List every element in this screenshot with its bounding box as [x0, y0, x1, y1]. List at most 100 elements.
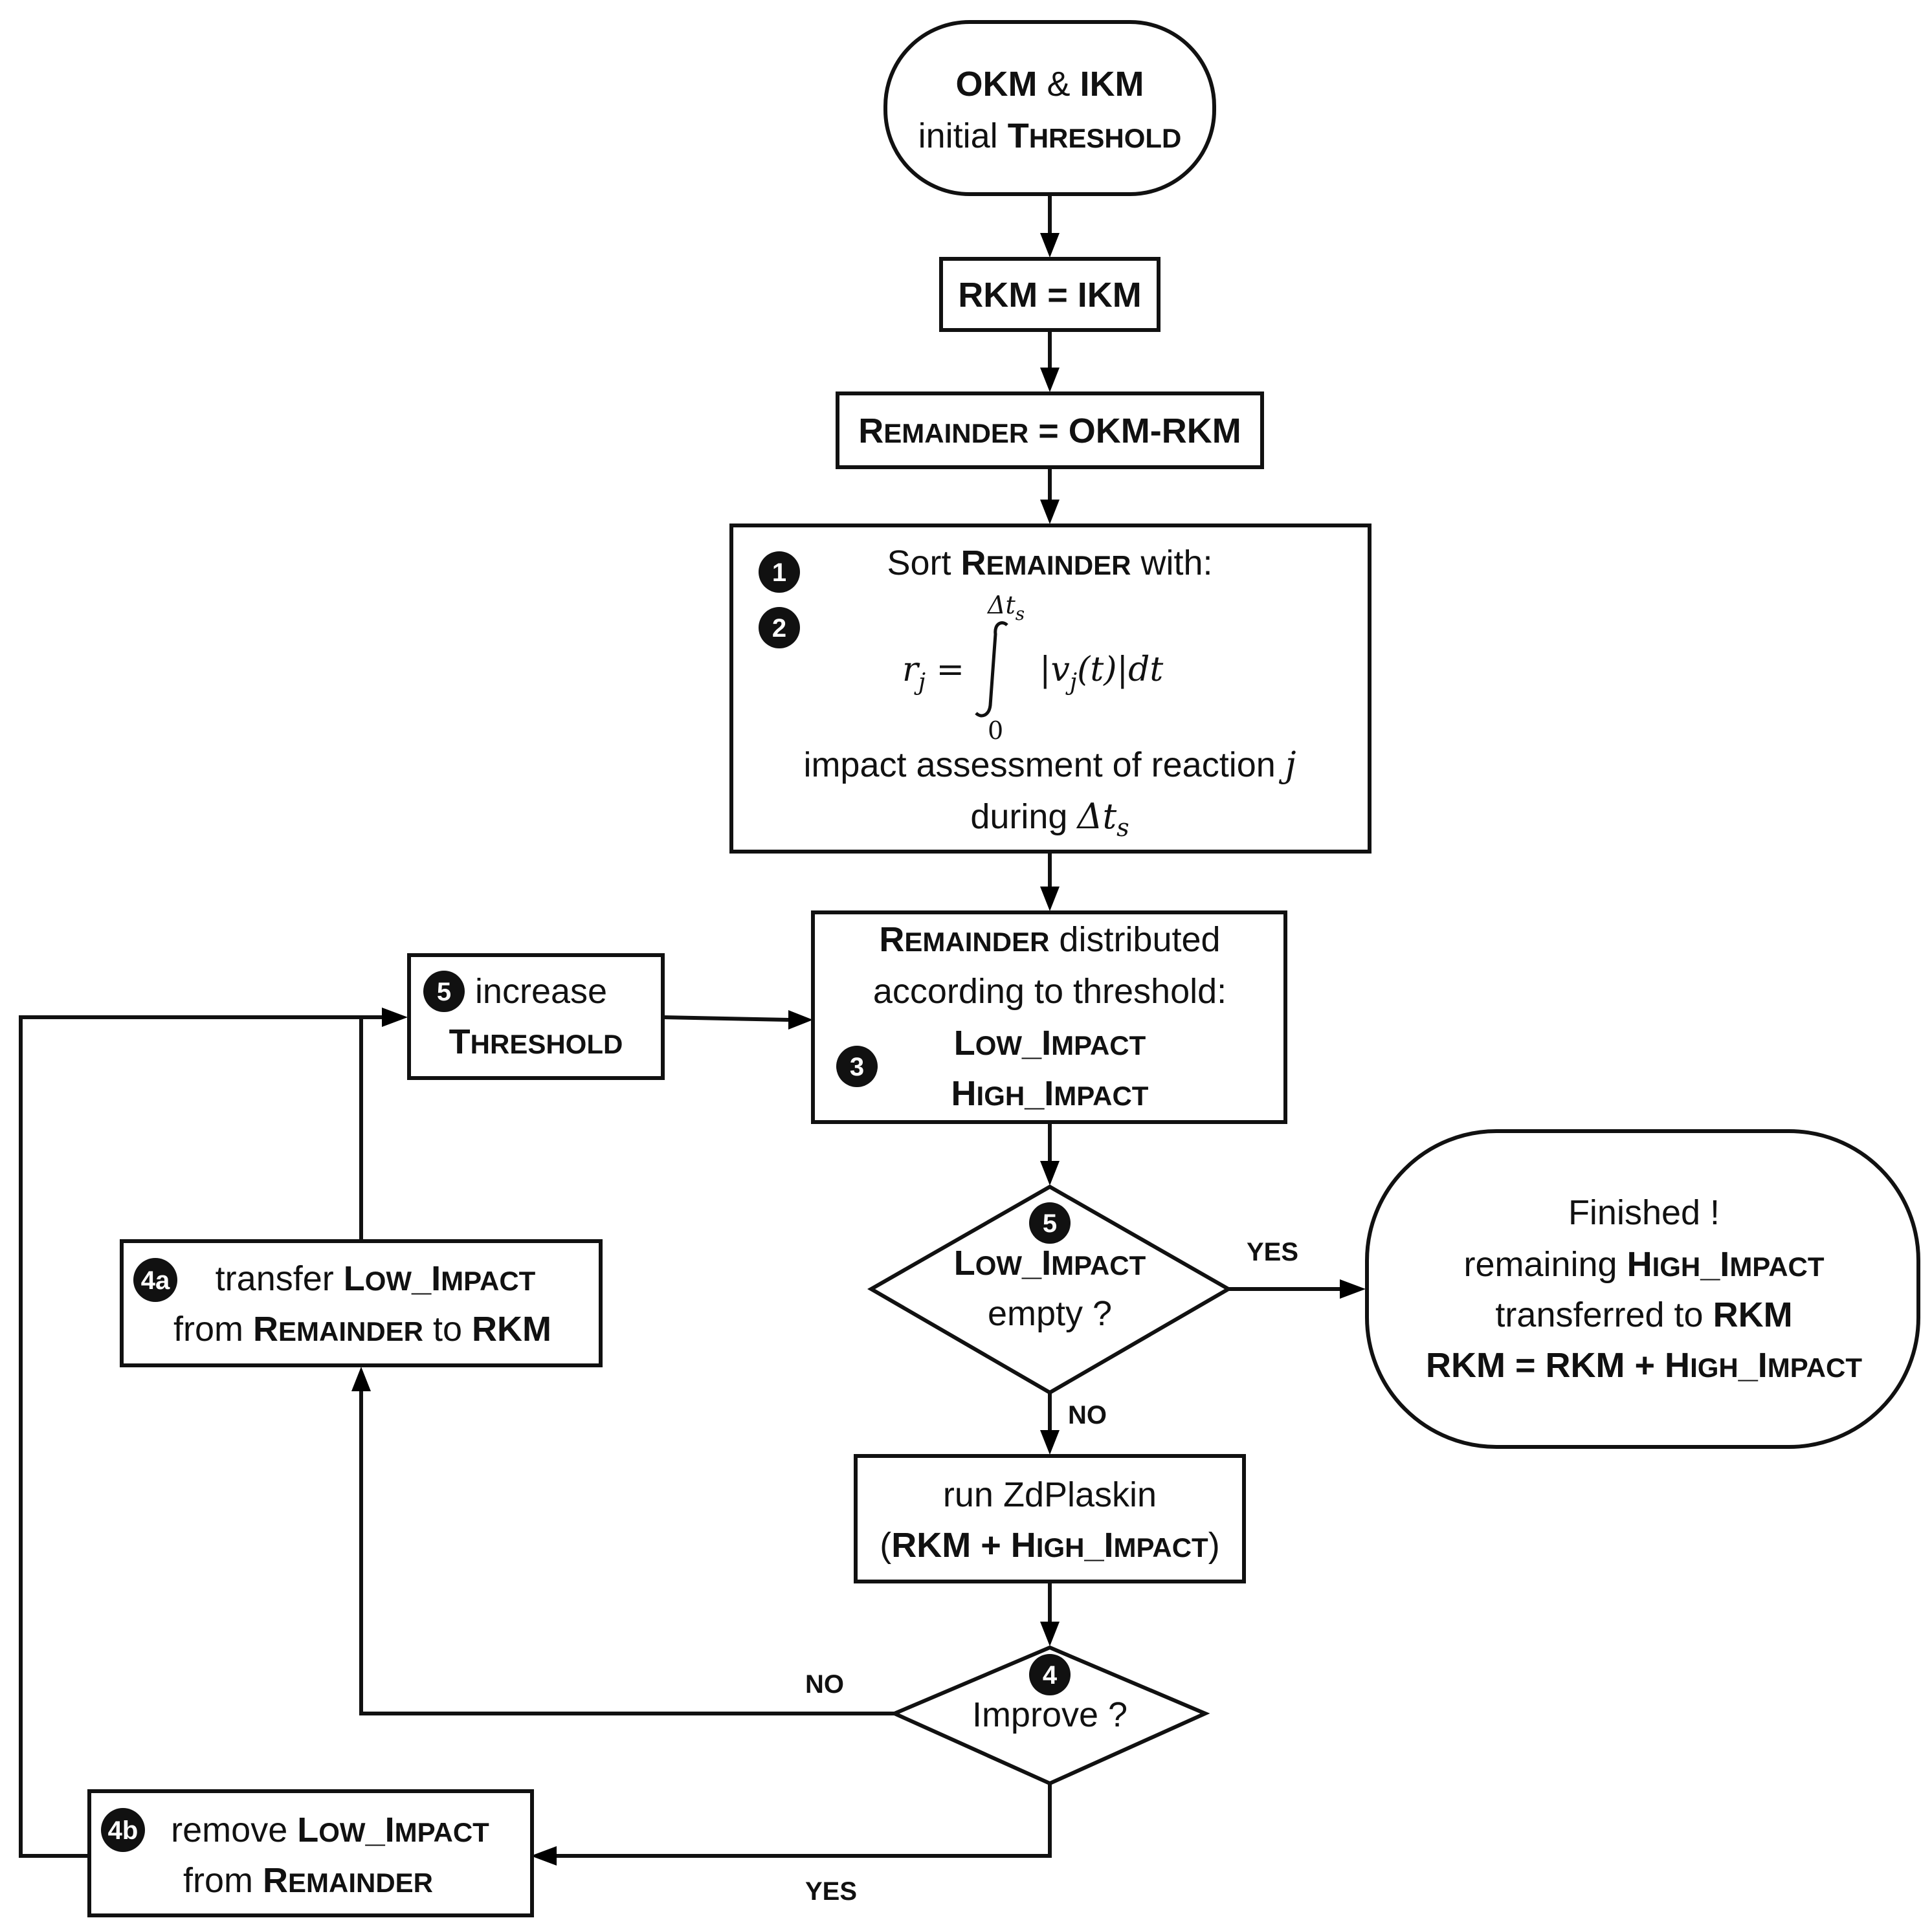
low-i: _I — [1021, 1024, 1051, 1063]
formula-eq: = — [926, 650, 964, 689]
remaining-label: remaining — [1463, 1245, 1627, 1284]
decision-improve: 4 Improve ? — [889, 1645, 1210, 1786]
ikm-label: IKM — [1080, 65, 1144, 104]
tr-emainder: EMAINDER — [278, 1316, 423, 1347]
remove-node: 4b remove LOW_IMPACT from REMAINDER — [87, 1789, 534, 1917]
rm-ow: OW — [318, 1817, 366, 1847]
edge-increase-to-distribute — [662, 1015, 789, 1022]
badge-4-text: 4 — [1043, 1661, 1058, 1690]
edge-improve-yes-to-remove — [557, 1783, 1052, 1858]
run-mpact: MPACT — [1114, 1532, 1209, 1563]
badge-4a-text: 4a — [141, 1266, 170, 1295]
edge-label-improve-yes: YES — [805, 1877, 857, 1906]
during-dt: Δt — [1076, 796, 1116, 837]
sort-remainder-first: R — [960, 544, 986, 582]
run-igh: IGH — [1036, 1532, 1085, 1563]
okm-label: OKM — [956, 65, 1038, 104]
rkm-init-node: RKM = IKM — [939, 257, 1160, 332]
threshold-first: T — [1008, 116, 1029, 155]
edge-label-low-yes: YES — [1247, 1238, 1298, 1266]
svg-text:REMAINDER distributed: REMAINDER distributed — [879, 920, 1220, 959]
increase-threshold-node: 5 increase THRESHOLD — [407, 953, 665, 1080]
arrowhead — [351, 1367, 371, 1391]
inc-threshold-first: T — [449, 1022, 471, 1061]
tr-r: R — [253, 1310, 278, 1349]
run-label: run ZdPlaskin — [943, 1475, 1157, 1514]
formula-integrand-a: |v — [1039, 650, 1070, 689]
tr-rkm: RKM — [472, 1310, 551, 1349]
tr-mpact: MPACT — [441, 1266, 536, 1296]
fin-eq-mpact: MPACT — [1768, 1352, 1863, 1383]
transferred-label: transferred to — [1495, 1295, 1713, 1334]
ampersand: & — [1037, 65, 1080, 104]
fin-igh: IGH — [1652, 1251, 1701, 1282]
svg-text:remaining HIGH_IMPACT: remaining HIGH_IMPACT — [1463, 1245, 1824, 1284]
svg-text:LOW_IMPACT: LOW_IMPACT — [954, 1244, 1146, 1283]
svg-text:impact assessment of reaction: impact assessment of reaction j — [803, 744, 1296, 785]
transferred-rkm: RKM — [1713, 1295, 1793, 1334]
svg-text:RKM = RKM + HIGH_IMPACT: RKM = RKM + HIGH_IMPACT — [1426, 1346, 1862, 1385]
tr-to: to — [423, 1310, 472, 1349]
inc-threshold-rest: HRESHOLD — [471, 1029, 623, 1059]
decision-low-impact: 5 LOW_IMPACT empty ? — [867, 1184, 1233, 1395]
dl-l: L — [954, 1244, 975, 1283]
arrowhead — [1040, 1161, 1060, 1185]
transfer-node: 4a transfer LOW_IMPACT from REMAINDER to… — [120, 1239, 603, 1367]
high-i: _I — [1024, 1074, 1054, 1113]
edge-label-improve-no: NO — [805, 1670, 844, 1699]
svg-text:HIGH_IMPACT: HIGH_IMPACT — [951, 1074, 1149, 1113]
svg-text:Sort REMAINDER with:: Sort REMAINDER with: — [887, 544, 1212, 582]
edge-label-low-no: NO — [1068, 1401, 1107, 1429]
finished-node: Finished ! remaining HIGH_IMPACT transfe… — [1365, 1129, 1920, 1449]
fin-eq-igh: IGH — [1690, 1352, 1738, 1383]
low-mpact: MPACT — [1051, 1030, 1146, 1061]
formula-integrand-b: (t)|dt — [1077, 650, 1163, 689]
increase-label: increase — [475, 972, 607, 1011]
svg-text:initial THRESHOLD: initial THRESHOLD — [918, 116, 1182, 155]
formula-r: r — [902, 650, 920, 689]
badge-4a — [133, 1258, 177, 1302]
formula-upper-sub: s — [1016, 603, 1025, 624]
rm-l: L — [297, 1811, 318, 1849]
badge-1-text: 1 — [772, 558, 786, 587]
badge-3 — [836, 1046, 878, 1087]
sort-with: with: — [1131, 544, 1213, 582]
remainder-first: R — [858, 412, 883, 450]
svg-text:OKM & IKM: OKM & IKM — [956, 65, 1144, 104]
dl-mpact: MPACT — [1051, 1250, 1146, 1281]
remove-label: remove — [171, 1811, 297, 1849]
fin-mpact: MPACT — [1729, 1251, 1825, 1282]
arrowhead — [1040, 233, 1060, 258]
empty-label: empty ? — [988, 1294, 1112, 1333]
rm-r: R — [263, 1861, 288, 1900]
formula-upper: Δt — [986, 591, 1016, 619]
svg-text:transferred to RKM: transferred to RKM — [1495, 1295, 1792, 1334]
rm-emainder: EMAINDER — [288, 1868, 433, 1898]
low-l: L — [954, 1024, 975, 1063]
svg-text:transfer LOW_IMPACT: transfer LOW_IMPACT — [216, 1259, 536, 1298]
remainder-eq: = OKM-RKM — [1028, 412, 1241, 450]
transfer-label: transfer — [216, 1259, 344, 1298]
tr-i: _I — [411, 1259, 441, 1298]
arrowhead — [1040, 1622, 1060, 1646]
dl-i: _I — [1021, 1244, 1051, 1283]
badge-4 — [1029, 1654, 1071, 1695]
arrowhead — [531, 1846, 557, 1866]
formula-lower: 0 — [988, 716, 1003, 745]
high-mpact: MPACT — [1054, 1081, 1149, 1111]
connectors — [19, 194, 1366, 1866]
arrowhead — [1040, 500, 1060, 524]
badge-5 — [423, 971, 465, 1012]
badge-5b-text: 5 — [1043, 1209, 1057, 1238]
arrowhead — [382, 1008, 408, 1027]
badge-3-text: 3 — [850, 1053, 864, 1081]
start-node: OKM & IKM initial THRESHOLD — [883, 20, 1216, 196]
badge-4b-text: 4b — [108, 1816, 139, 1845]
fin-eq-a: RKM = RKM + H — [1426, 1346, 1690, 1385]
arrowhead — [1040, 1430, 1060, 1455]
dist-according: according to threshold: — [873, 972, 1227, 1011]
badge-4b — [101, 1808, 145, 1852]
rm-from: from — [183, 1861, 263, 1900]
dist-remainder-first: R — [879, 920, 904, 959]
